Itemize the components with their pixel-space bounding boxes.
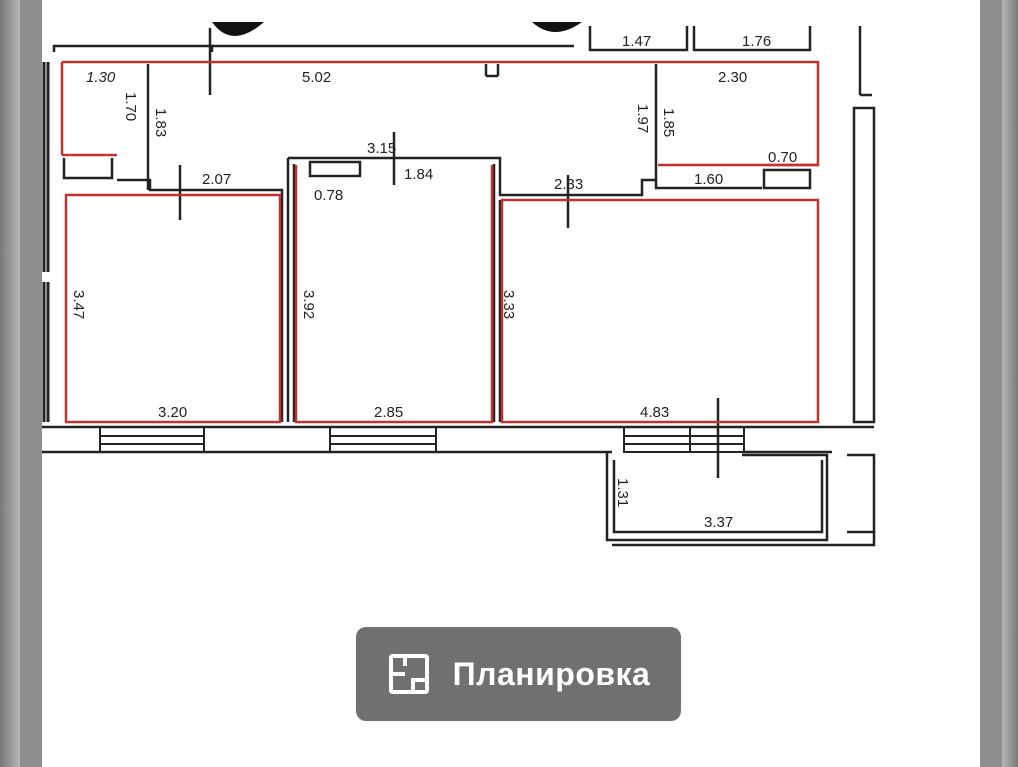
dim-3-37: 3.37 <box>704 514 733 531</box>
dim-1-83: 1.83 <box>152 108 169 137</box>
dim-3-20: 3.20 <box>158 404 187 421</box>
previous-photo-edge[interactable] <box>0 0 20 767</box>
dim-1-84: 1.84 <box>404 166 433 183</box>
floor-plan-button-label: Планировка <box>452 655 651 692</box>
dim-3-33: 3.33 <box>500 290 517 319</box>
dim-4-83: 4.83 <box>640 404 669 421</box>
dim-3-92: 3.92 <box>300 290 317 319</box>
interior-walls <box>62 28 812 422</box>
next-photo-edge[interactable] <box>1002 0 1018 767</box>
dim-1-31: 1.31 <box>614 478 631 507</box>
dim-1-76: 1.76 <box>742 33 771 50</box>
floor-plan-button[interactable]: Планировка <box>356 627 681 721</box>
floor-plan-icon <box>388 654 429 694</box>
left-exterior-wall <box>42 62 50 422</box>
dim-0-70: 0.70 <box>768 149 797 166</box>
dim-5-02: 5.02 <box>302 69 331 86</box>
floor-plan-drawing: 1.47 1.76 1.30 5.02 2.30 1.70 1.83 1.97 … <box>42 22 876 547</box>
dim-1-97: 1.97 <box>634 104 651 133</box>
dark-blobs <box>212 22 582 36</box>
dim-1-70: 1.70 <box>122 92 139 121</box>
top-strip <box>52 26 872 97</box>
dim-2-30: 2.30 <box>718 69 747 86</box>
dim-1-47: 1.47 <box>622 33 651 50</box>
balcony <box>605 398 829 542</box>
dimension-labels: 1.47 1.76 1.30 5.02 2.30 1.70 1.83 1.97 … <box>70 33 797 531</box>
bottom-exterior-wall <box>42 425 874 454</box>
dim-1-85: 1.85 <box>660 108 677 137</box>
windows <box>99 426 745 453</box>
dim-2-85: 2.85 <box>374 404 403 421</box>
right-exterior-wall <box>612 106 876 547</box>
dim-1-30: 1.30 <box>86 69 116 86</box>
dim-0-78: 0.78 <box>314 187 343 204</box>
dim-2-33: 2.33 <box>554 176 583 193</box>
apartment-outline <box>60 60 820 424</box>
dim-2-07: 2.07 <box>202 171 231 188</box>
dim-3-15: 3.15 <box>367 140 396 157</box>
dim-3-47: 3.47 <box>70 290 87 319</box>
dim-1-60: 1.60 <box>694 171 723 188</box>
